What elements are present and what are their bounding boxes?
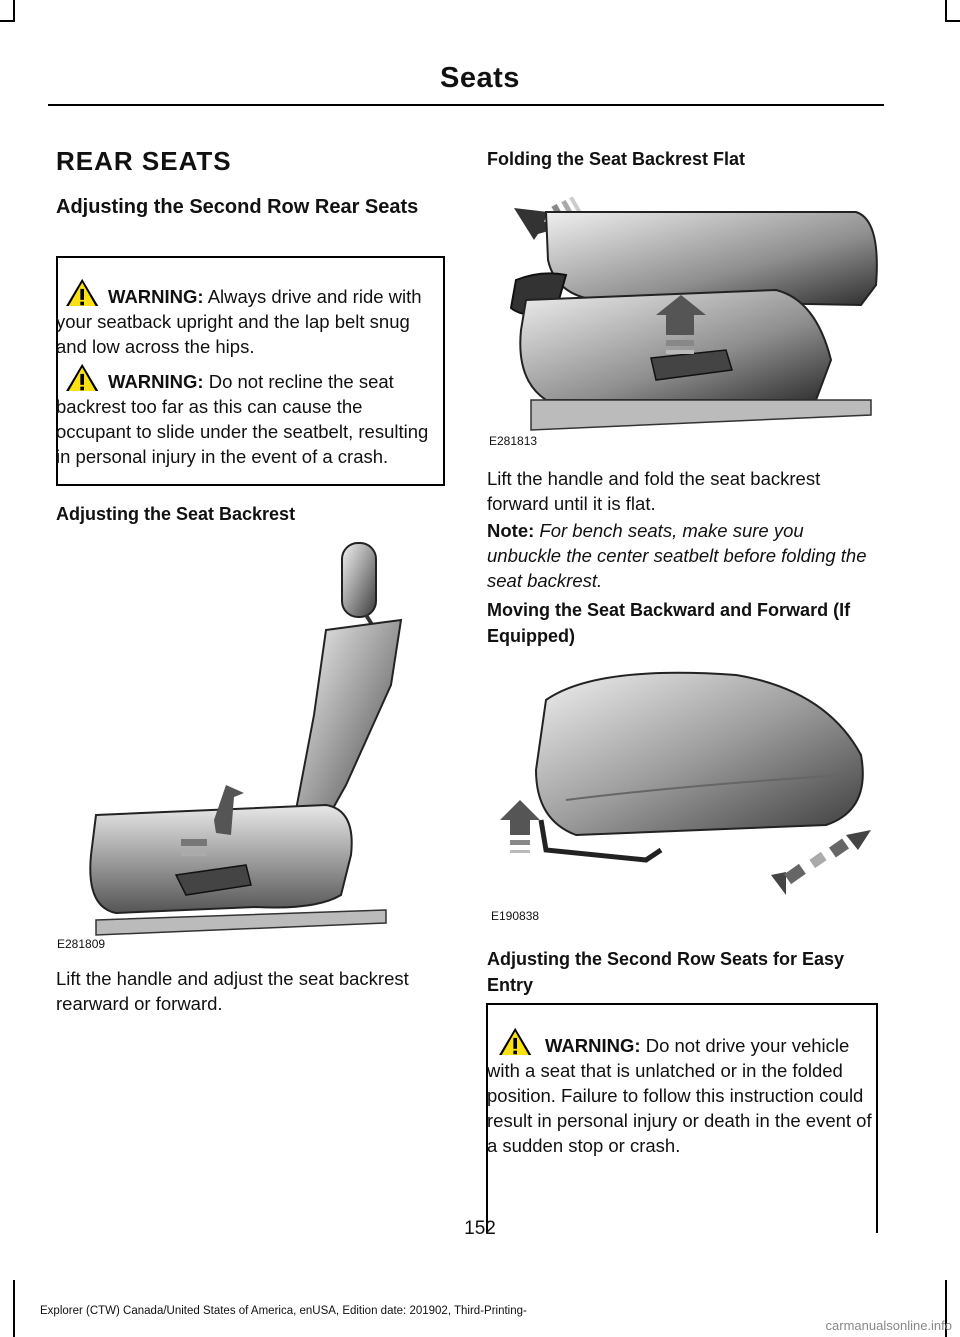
warning-label: WARNING: [108, 286, 204, 307]
crop-mark [945, 20, 960, 22]
figure-code: E281813 [489, 434, 538, 448]
warning-text: Always drive and ride with your seatback… [56, 286, 422, 357]
fold-caption: Lift the handle and fold the seat backre… [487, 468, 821, 514]
left-caption: Lift the handle and adjust the seat back… [56, 968, 409, 1014]
warning-triangle-icon [499, 1027, 532, 1055]
warning-label: WARNING: [108, 371, 204, 392]
up-arrow-icon [181, 785, 244, 856]
warning-box [56, 256, 445, 486]
crop-mark [0, 20, 15, 22]
up-arrow-icon [500, 800, 540, 853]
note-text: For bench seats, make sure you unbuckle … [487, 520, 867, 591]
warning-triangle-icon [66, 363, 99, 391]
fold-seat-illustration [509, 196, 878, 431]
crop-mark [945, 1280, 947, 1337]
crop-mark [13, 0, 15, 20]
left-subheading: Adjusting the Seat Backrest [56, 504, 296, 524]
easy-entry-heading: Adjusting the Second Row Seats for Easy … [487, 949, 845, 995]
warning-2: WARNING: Do not recline the seat backres… [56, 363, 441, 469]
page-title: Seats [440, 62, 520, 94]
note-label: Note: [487, 520, 535, 541]
warning-label: WARNING: [545, 1035, 641, 1056]
seat-backrest-illustration [89, 542, 403, 936]
warning-1: WARNING: Always drive and ride with your… [56, 278, 441, 359]
double-arrow-icon [771, 830, 871, 895]
header-rule [48, 104, 884, 106]
move-heading: Moving the Seat Backward and Forward (If… [487, 600, 851, 646]
watermark: carmanualsonline.info [825, 1318, 952, 1333]
warning-box [486, 1003, 878, 1233]
note: Note: For bench seats, make sure you unb… [487, 518, 882, 593]
seat-slide-illustration [500, 671, 871, 895]
section-title: REAR SEATS [56, 146, 232, 176]
warning-text: Do not drive your vehicle with a seat th… [487, 1035, 872, 1156]
crop-mark [945, 0, 947, 20]
figure-code: E281809 [57, 937, 106, 951]
fold-heading: Folding the Seat Backrest Flat [487, 149, 746, 169]
warning-text: Do not recline the seat backrest too far… [56, 371, 429, 467]
figure-code: E190838 [491, 909, 540, 923]
warning-triangle-icon [66, 278, 99, 306]
footer: Explorer (CTW) Canada/United States of A… [40, 1305, 527, 1317]
crop-mark [13, 1280, 15, 1337]
up-arrow-icon [656, 295, 706, 354]
left-heading: Adjusting the Second Row Rear Seats [56, 196, 419, 218]
page-number: 152 [464, 1218, 496, 1239]
easy-entry-warning: WARNING: Do not drive your vehicle with … [487, 1027, 873, 1158]
